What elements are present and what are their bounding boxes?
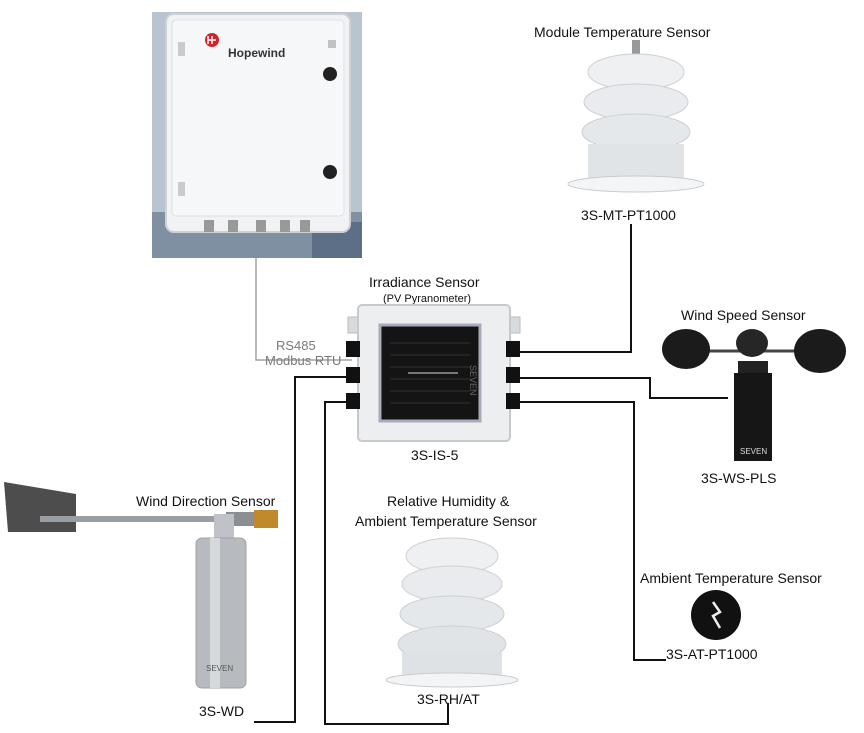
- humidity-sensor-image: [385, 537, 519, 688]
- ambient-temp-sensor: [689, 588, 743, 642]
- wind-speed-cable: [519, 377, 728, 399]
- data-logger: Hopewind: [152, 12, 362, 258]
- humidity-sensor: [382, 534, 522, 688]
- irradiance-title: Irradiance Sensor: [369, 274, 480, 290]
- wind-speed-mark: SEVEN: [740, 447, 768, 456]
- wind-direction-cable: [254, 376, 352, 723]
- modbus-label: Modbus RTU: [265, 353, 342, 368]
- logger-brand: Hopewind: [228, 46, 286, 60]
- module-temp-sensor-image: [567, 40, 705, 193]
- ambient-temp-cable: [519, 401, 666, 661]
- wind-speed-title: Wind Speed Sensor: [681, 307, 806, 323]
- ambient-temp-code: 3S-AT-PT1000: [666, 646, 758, 662]
- irradiance-code: 3S-IS-5: [411, 447, 459, 463]
- irradiance-subtitle: (PV Pyranometer): [383, 293, 472, 305]
- irradiance-sensor: SEVEN: [346, 303, 522, 443]
- wind-speed-sensor: SEVEN: [656, 325, 856, 465]
- irradiance-sensor-image: [346, 304, 521, 442]
- rs485-cable: [255, 258, 352, 361]
- wind-direction-sensor: SEVEN: [0, 476, 300, 700]
- rs485-label: RS485: [276, 338, 316, 353]
- wind-direction-mark: SEVEN: [206, 664, 234, 673]
- humidity-cable: [324, 401, 449, 725]
- humidity-code: 3S-RH/AT: [417, 691, 480, 707]
- irradiance-side-mark: SEVEN: [468, 365, 478, 396]
- ambient-temp-title: Ambient Temperature Sensor: [640, 570, 822, 586]
- wind-direction-title: Wind Direction Sensor: [136, 493, 276, 509]
- wind-direction-sensor-image: [4, 482, 278, 689]
- data-logger-image: [152, 12, 362, 258]
- module-temp-title: Module Temperature Sensor: [534, 24, 711, 40]
- wind-speed-code: 3S-WS-PLS: [701, 470, 777, 486]
- module-temp-code: 3S-MT-PT1000: [581, 207, 676, 223]
- wind-direction-code: 3S-WD: [199, 703, 245, 719]
- ambient-temp-sensor-image: [691, 590, 741, 640]
- humidity-title-line1: Relative Humidity &: [387, 493, 510, 509]
- humidity-title-line2: Ambient Temperature Sensor: [355, 513, 537, 529]
- wind-speed-sensor-image: [662, 329, 846, 461]
- module-temp-sensor: [566, 40, 706, 196]
- module-temp-cable: [519, 224, 632, 353]
